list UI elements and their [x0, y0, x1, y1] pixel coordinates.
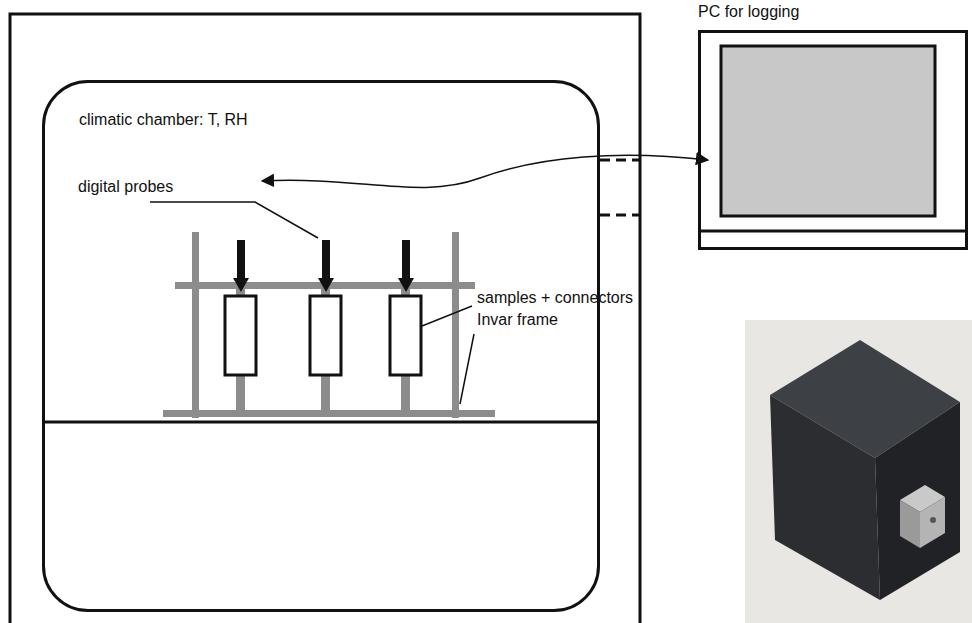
- cable-port: [600, 214, 640, 217]
- climatic-chamber: climatic chamber: T, RH: [42, 80, 600, 612]
- samples: [225, 288, 421, 411]
- sample-label: samples + connectors: [477, 289, 633, 307]
- node-title: climatic chamber: T, RH: [79, 111, 248, 129]
- leader-line: [422, 306, 472, 326]
- cable-port: [600, 159, 640, 162]
- frame-label: Invar frame: [477, 311, 558, 329]
- probe-label: digital probes: [78, 178, 173, 196]
- chamber-shelf: [42, 421, 600, 424]
- leader-line: [460, 334, 474, 404]
- node-title: PC for logging: [698, 3, 799, 21]
- sample-photo: [745, 320, 972, 623]
- leader-line: [150, 202, 318, 238]
- monitor-screen: [701, 33, 965, 247]
- data-cable: [262, 155, 708, 187]
- chamber-housing: [10, 14, 640, 623]
- digital-probe: [233, 240, 414, 292]
- invar-frame: [163, 232, 495, 418]
- pc-monitor: PC for logging: [698, 30, 968, 250]
